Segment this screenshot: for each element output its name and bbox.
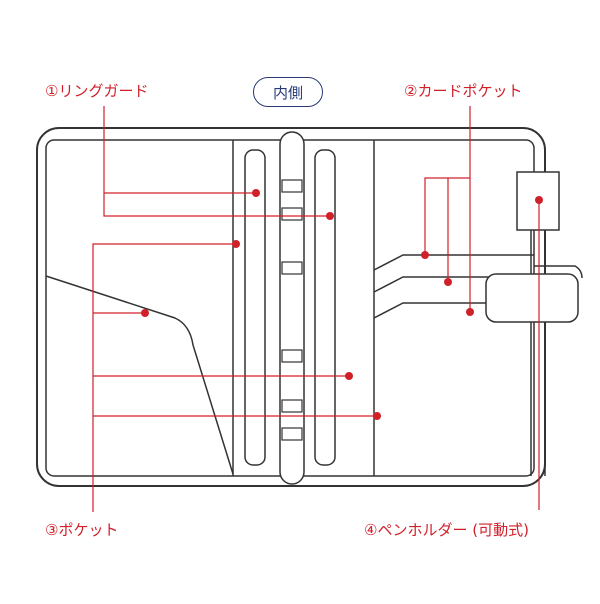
rings	[281, 179, 303, 441]
ring	[281, 179, 303, 193]
ring	[281, 427, 303, 441]
dot-pocket-slanted	[141, 309, 149, 317]
dot-card-1	[421, 251, 429, 259]
dot-pocket-right	[373, 412, 381, 420]
leader-dots	[141, 189, 543, 420]
left-slanted-pocket	[45, 275, 234, 475]
ring	[281, 399, 303, 413]
title-badge: 内側	[253, 77, 323, 107]
leader-lines	[92, 106, 540, 512]
label-pen-holder: ④ペンホルダー (可動式)	[364, 521, 529, 539]
title-text: 内側	[272, 83, 303, 102]
dot-card-3	[466, 308, 474, 316]
dot-pocket-binding	[232, 240, 240, 248]
card-pocket-1	[373, 254, 534, 271]
ring-guard-left	[244, 149, 266, 466]
leader-ring-guard-b	[103, 193, 330, 217]
ring	[281, 207, 303, 221]
dot-ring-guard-right	[326, 212, 334, 220]
label-pocket: ③ポケット	[45, 521, 119, 539]
label-card-pocket: ②カードポケット	[404, 82, 523, 100]
ring-guard-right	[314, 149, 336, 466]
leader-pocket-main	[92, 243, 236, 512]
ring	[281, 349, 303, 363]
leader-card-1	[424, 177, 470, 255]
dot-ring-guard-left	[252, 189, 260, 197]
pen-holder-tab	[534, 265, 583, 279]
pen-holder-loop	[485, 273, 579, 323]
dot-card-2	[444, 278, 452, 286]
dot-pocket-center	[345, 372, 353, 380]
label-ring-guard: ①リングガード	[45, 82, 149, 100]
dot-pen-holder	[535, 196, 543, 204]
ring	[281, 261, 303, 275]
